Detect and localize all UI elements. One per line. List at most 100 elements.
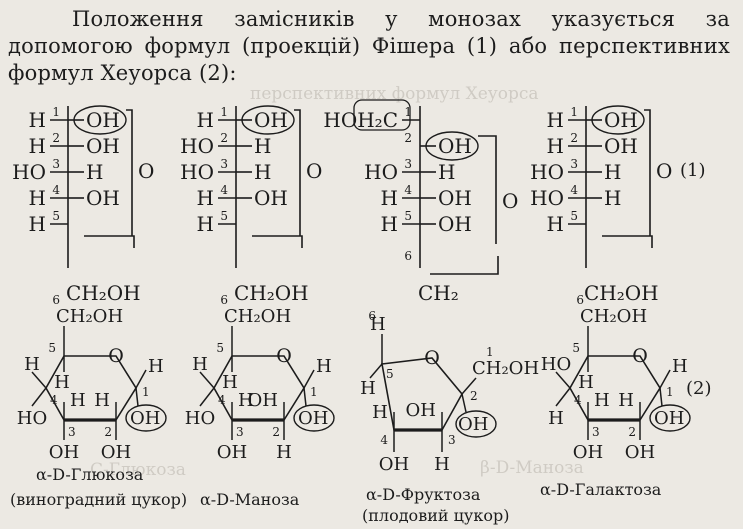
haworth-h: H <box>148 356 164 377</box>
haworth-ch2oh: CH₂OH <box>56 306 123 327</box>
carbon-number: 1 <box>52 105 60 119</box>
fischer-substituent: H <box>197 108 214 132</box>
fischer-substituent: HOH₂C <box>323 108 398 132</box>
haworth-sub: OH <box>217 442 247 463</box>
carbon-number: 2 <box>628 425 636 439</box>
haworth-sub: H <box>24 354 40 375</box>
oxygen-bridge <box>644 109 651 236</box>
highlight-oval <box>591 105 645 135</box>
carbon-number: 4 <box>218 393 226 407</box>
haworth-h: H <box>316 356 332 377</box>
carbon-number: 3 <box>592 425 600 439</box>
ring-oxygen: O <box>138 159 154 183</box>
fischer-substituent: H <box>29 134 46 158</box>
carbon-number: 1 <box>570 105 578 119</box>
haworth-sub: OH <box>101 442 131 463</box>
carbon-number: 2 <box>404 131 412 145</box>
carbon-number: 5 <box>404 209 412 223</box>
fischer-substituent: H <box>381 186 398 210</box>
carbon-number: 5 <box>52 209 60 223</box>
haworth-sub: H <box>276 442 292 463</box>
fischer-substituent: H <box>29 108 46 132</box>
carbon-number: 2 <box>470 389 478 403</box>
haworth-h: H <box>370 314 386 335</box>
fischer-ch2oh: CH₂OH <box>66 281 141 305</box>
carbon-number: 4 <box>50 393 58 407</box>
haworth-sub: H <box>594 390 610 411</box>
carbon-number: 1 <box>310 385 318 399</box>
carbon-number: 5 <box>220 209 228 223</box>
fischer-substituent: OH <box>86 134 120 158</box>
carbon-number: 5 <box>48 341 56 355</box>
carbon-number: 2 <box>52 131 60 145</box>
fischer-substituent: H <box>604 186 621 210</box>
ring-oxygen: O <box>306 159 322 183</box>
haworth-ch2oh: CH₂OH <box>224 306 291 327</box>
haworth-oh: OH <box>298 408 328 429</box>
highlight-oval <box>241 105 295 135</box>
oxygen-bridge <box>478 135 497 244</box>
carbon-number: 3 <box>68 425 76 439</box>
carbon-number: 5 <box>572 341 580 355</box>
haworth-oh: OH <box>379 454 409 475</box>
fischer-ch2oh: CH₂OH <box>234 281 309 305</box>
bleed-through-text: перспективних формул Хеуорса <box>250 84 539 104</box>
ring-oxygen: O <box>656 159 672 183</box>
fischer-substituent: HO <box>180 134 214 158</box>
haworth-bond <box>303 369 315 389</box>
fischer-substituent: H <box>604 160 621 184</box>
fischer-substituent: HO <box>530 186 564 210</box>
haworth-sub: H <box>548 408 564 429</box>
ring-oxygen: O <box>424 347 440 369</box>
ring-oxygen: O <box>276 345 292 367</box>
carbon-number: 4 <box>380 433 388 447</box>
carbon-number: 1 <box>220 105 228 119</box>
haworth-sub: HO <box>185 408 215 429</box>
haworth-bond <box>659 387 663 407</box>
haworth-bond <box>461 377 477 395</box>
haworth-oh: OH <box>406 400 436 421</box>
carbon-number: 1 <box>486 345 494 359</box>
haworth-bond <box>31 387 47 407</box>
fischer-substituent: HO <box>530 160 564 184</box>
haworth-bond <box>303 387 307 407</box>
carbon-number: 6 <box>52 293 60 307</box>
highlight-oval <box>425 131 479 161</box>
haworth-h: H <box>222 372 238 393</box>
carbon-number: 6 <box>220 293 228 307</box>
fischer-substituent: OH <box>254 108 288 132</box>
haworth-ch2oh: CH₂OH <box>580 306 647 327</box>
oxygen-bridge <box>430 256 499 275</box>
caption-glucose-sub: (виноградний цукор) <box>10 490 188 509</box>
fischer-substituent: H <box>547 134 564 158</box>
haworth-bond <box>369 363 383 379</box>
carbon-number: 4 <box>220 183 228 197</box>
fischer-substituent: H <box>438 160 455 184</box>
ring-oxygen: O <box>632 345 648 367</box>
bleed-through-text: С-Глюкоза <box>90 460 186 480</box>
haworth-bond <box>199 371 215 389</box>
fischer-substituent: OH <box>604 108 638 132</box>
carbon-number: 2 <box>104 425 112 439</box>
haworth-oh: OH <box>654 408 684 429</box>
fischer-substituent: OH <box>254 186 288 210</box>
carbon-number: 6 <box>368 309 376 323</box>
haworth-sub: H <box>618 390 634 411</box>
equation-label-2: (2) <box>686 378 712 399</box>
oxygen-bridge <box>294 109 301 236</box>
carbon-number: 4 <box>404 183 412 197</box>
fischer-substituent: H <box>547 212 564 236</box>
fischer-substituent: H <box>254 134 271 158</box>
carbon-number: 4 <box>574 393 582 407</box>
fischer-substituent: H <box>197 212 214 236</box>
fischer-substituent: OH <box>604 134 638 158</box>
oxygen-bridge <box>126 109 133 236</box>
carbon-number: 5 <box>216 341 224 355</box>
haworth-bond <box>461 393 467 413</box>
haworth-oh: OH <box>130 408 160 429</box>
fischer-substituent: HO <box>180 160 214 184</box>
haworth-bond <box>555 387 571 407</box>
carbon-number: 3 <box>448 433 456 447</box>
haworth-sub: H <box>70 390 86 411</box>
